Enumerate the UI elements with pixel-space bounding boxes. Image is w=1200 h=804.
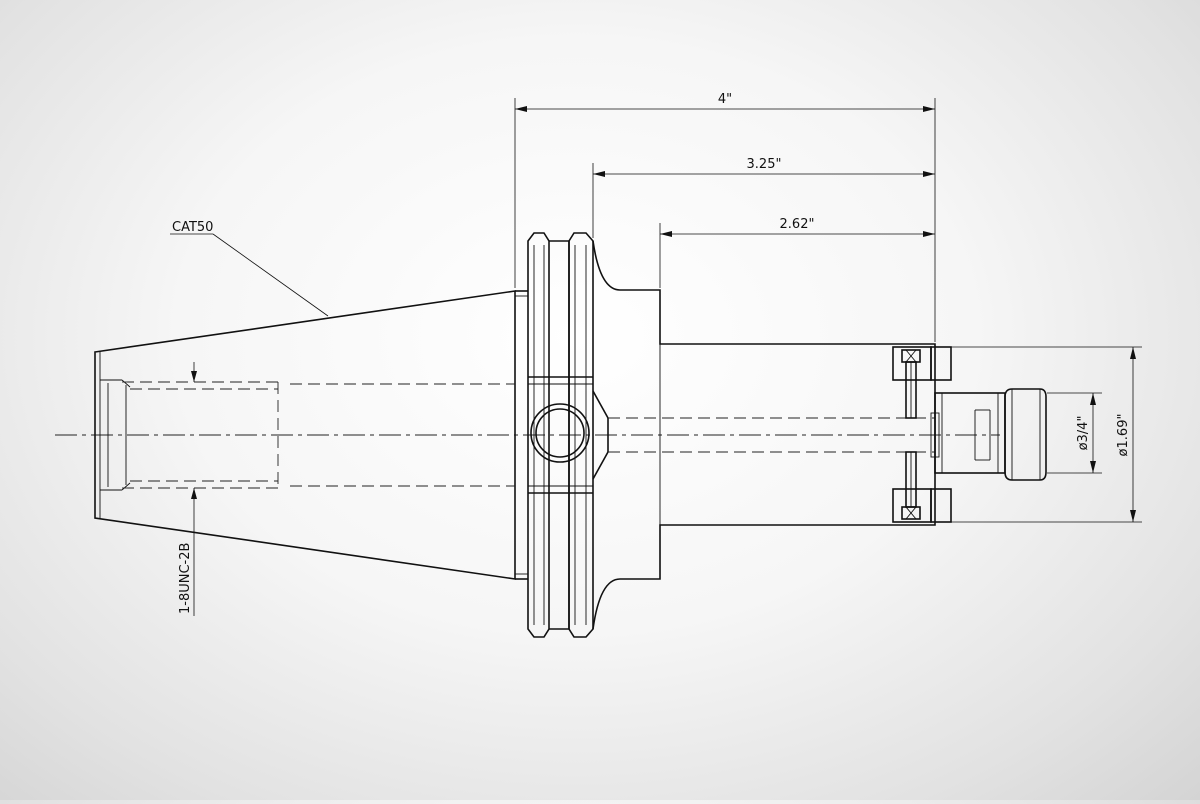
orientation-hole (530, 403, 590, 463)
dimension-body-diameter: ø1.69" (951, 346, 1142, 523)
label-overall-length: 4" (718, 92, 732, 107)
label-thread: 1-8UNC-2B (178, 543, 193, 614)
label-flange-length: 3.25" (747, 157, 782, 172)
dimension-bore-diameter: ø3/4" (1047, 392, 1102, 474)
label-body-length: 2.62" (780, 217, 815, 232)
nose-end (892, 346, 952, 523)
internal-thread-hidden (100, 379, 515, 491)
dimension-body-length: 2.62" (659, 217, 935, 288)
label-body-diameter: ø1.69" (1116, 414, 1131, 457)
collet-nut (930, 388, 1047, 481)
flange (527, 232, 609, 638)
dimension-overall-length: 4" (514, 92, 936, 342)
dimension-flange-length: 3.25" (592, 157, 935, 238)
label-taper: CAT50 (172, 220, 213, 235)
leader-thread: 1-8UNC-2B (178, 362, 197, 616)
leader-taper: CAT50 (170, 220, 329, 317)
label-bore-diameter: ø3/4" (1076, 416, 1091, 451)
